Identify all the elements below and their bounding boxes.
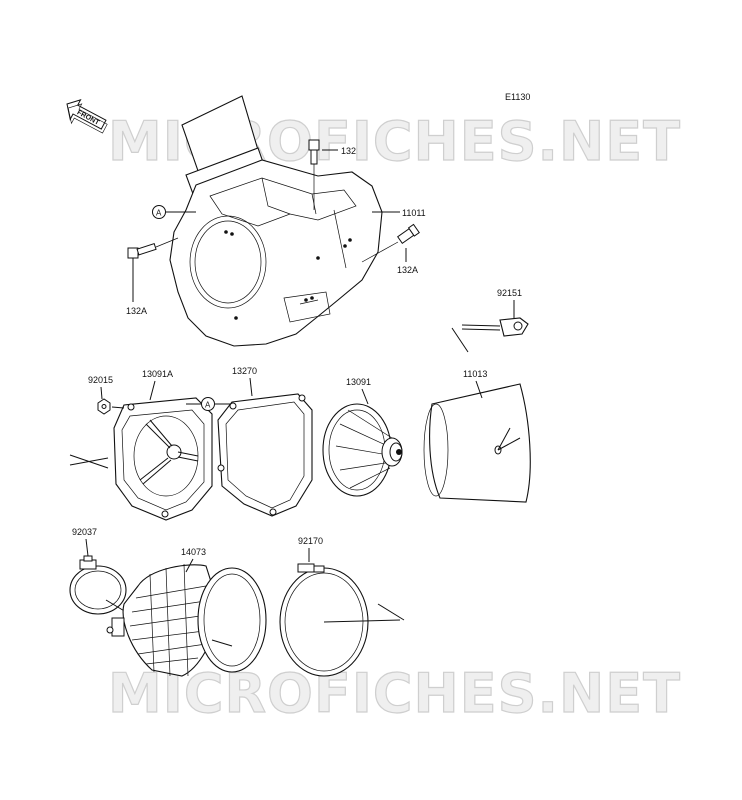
label-92037: 92037 <box>72 527 97 537</box>
label-92170: 92170 <box>298 536 323 546</box>
callout-a-middle-text: A <box>205 401 211 410</box>
filter-element-13091 <box>322 388 403 497</box>
callout-a-upper: A <box>152 205 196 219</box>
band-92170 <box>279 548 405 677</box>
bolt-132a-left <box>127 237 179 302</box>
intake-duct-14073 <box>106 558 267 677</box>
watermark-bottom: MICROFICHES.NET <box>108 662 681 725</box>
label-13091: 13091 <box>346 377 371 387</box>
nut-92015 <box>97 386 111 415</box>
gasket-13270 <box>217 377 313 517</box>
label-132: 132 <box>341 146 356 156</box>
filter-cover-11013 <box>423 380 531 503</box>
label-92015: 92015 <box>88 375 113 385</box>
bolt-132 <box>308 139 338 210</box>
front-arrow-icon: FRONT <box>66 99 108 134</box>
bolt-132a-right <box>361 223 420 263</box>
label-13270: 13270 <box>232 366 257 376</box>
label-92151: 92151 <box>497 288 522 298</box>
callout-a-middle: A <box>186 397 230 411</box>
label-11011: 11011 <box>402 208 426 218</box>
clamp-92037 <box>69 538 127 615</box>
air-box-housing <box>169 95 383 347</box>
diagram-code: E1130 <box>505 92 530 102</box>
label-132a-right: 132A <box>397 265 418 275</box>
filter-holder-13091a <box>69 380 213 521</box>
label-132a-left: 132A <box>126 306 147 316</box>
callout-a-upper-text: A <box>156 209 162 218</box>
label-14073: 14073 <box>181 547 206 557</box>
label-11013: 11013 <box>463 369 487 379</box>
wing-bolt-92151 <box>451 300 529 353</box>
label-13091a: 13091A <box>142 369 173 379</box>
